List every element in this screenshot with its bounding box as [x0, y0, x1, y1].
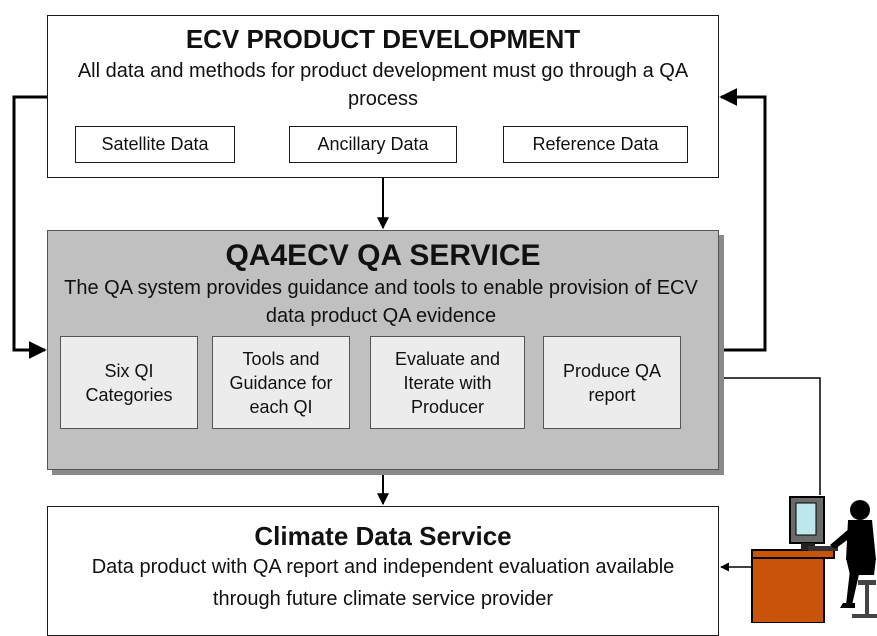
produce-qa-report-box: Produce QA report — [543, 336, 681, 429]
connector-layer — [12, 88, 821, 572]
climate-data-service-box: Climate Data Service Data product with Q… — [47, 506, 719, 636]
qa-service-description: The QA system provides guidance and tool… — [64, 277, 698, 327]
input-reference-data: Reference Data — [503, 126, 688, 163]
arrow-left-loop — [12, 95, 47, 359]
qa4ecv-qa-service-box: QA4ECV QA SERVICE The QA system provides… — [47, 230, 719, 470]
qa-service-title: QA4ECV QA SERVICE — [225, 239, 541, 272]
climate-service-description: Data product with QA report and independ… — [91, 556, 675, 610]
tools-guidance-box: Tools and Guidance for each QI — [212, 336, 350, 429]
qi-categories-box: Six QI Categories — [60, 336, 198, 429]
arrow-right-loop — [719, 88, 767, 352]
user-at-computer-icon — [751, 496, 877, 623]
arrow-user-to-report — [684, 373, 821, 495]
evaluate-iterate-box: Evaluate and Iterate with Producer — [370, 336, 525, 429]
input-satellite-data: Satellite Data — [75, 126, 235, 163]
product-development-description: All data and methods for product develop… — [77, 60, 689, 110]
product-development-title: ECV PRODUCT DEVELOPMENT — [185, 24, 581, 54]
ecv-product-development-box: ECV PRODUCT DEVELOPMENT All data and met… — [47, 15, 719, 178]
input-ancillary-data: Ancillary Data — [289, 126, 457, 163]
climate-service-title: Climate Data Service — [254, 521, 512, 551]
